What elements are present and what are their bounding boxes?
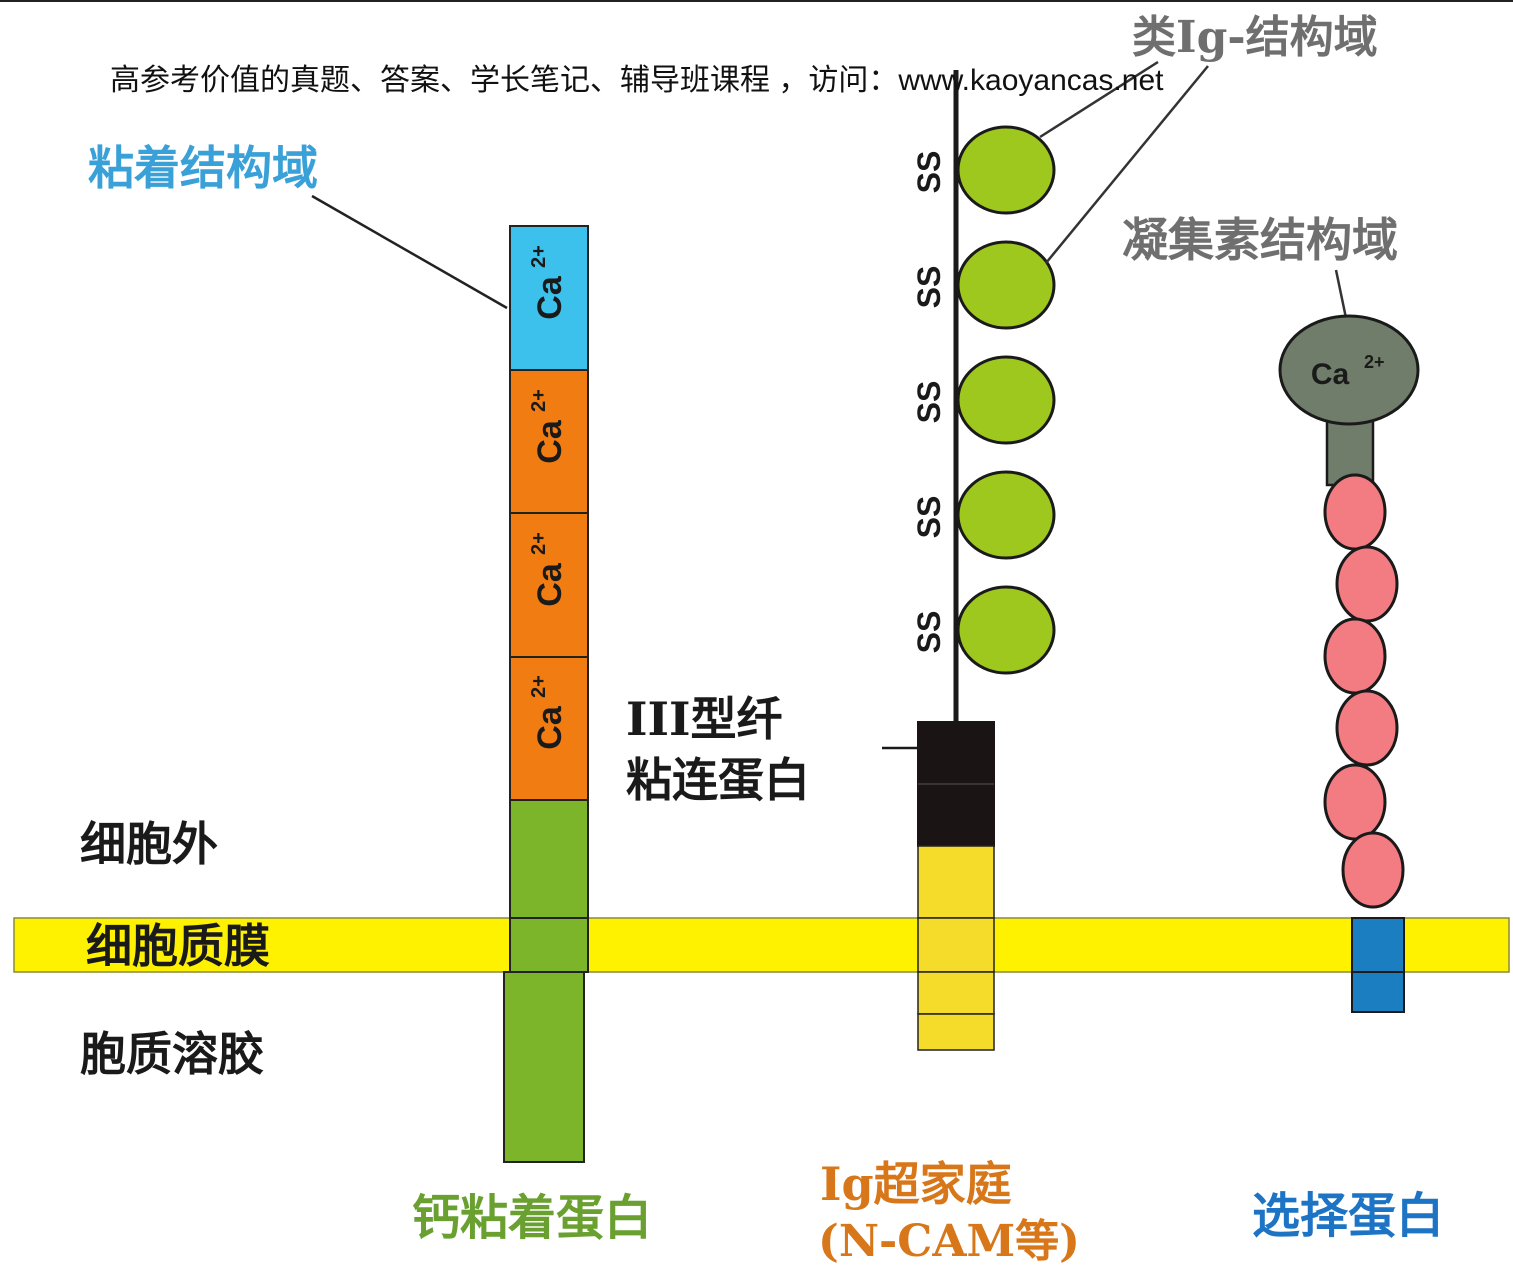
calcium-symbol: Ca xyxy=(1311,358,1350,391)
calcium-symbol: Ca xyxy=(531,419,569,464)
cadherin-label: 钙粘着蛋白 xyxy=(412,1190,652,1246)
egf-like-domain xyxy=(1323,763,1387,841)
selectin-transmembrane-segment xyxy=(1351,917,1405,973)
selectin-molecule: Ca 2+ xyxy=(1278,269,1420,1013)
ncam-cytoplasmic-segment xyxy=(917,971,995,1015)
cadherin-transmembrane-segment xyxy=(509,917,589,973)
disulfide-label: SS xyxy=(911,496,947,539)
calcium-symbol: Ca xyxy=(531,275,569,320)
calcium-charge: 2+ xyxy=(528,389,550,412)
selectin-stalk xyxy=(1325,413,1375,487)
fibronectin-label-line1: III型纤 xyxy=(626,692,783,746)
ncam-cytoplasmic-segment xyxy=(917,1013,995,1051)
egf-like-domain xyxy=(1341,831,1405,909)
adhesion-domain-label: 粘着结构域 xyxy=(88,141,318,195)
selectin-cytoplasmic-tail xyxy=(1351,971,1405,1013)
disulfide-label: SS xyxy=(911,266,947,309)
calcium-symbol: Ca xyxy=(531,705,569,750)
plasma-membrane-label: 细胞质膜 xyxy=(86,919,270,973)
calcium-charge: 2+ xyxy=(528,245,550,268)
disulfide-label: SS xyxy=(911,381,947,424)
calcium-charge: 2+ xyxy=(1364,352,1385,372)
ig-like-domain xyxy=(956,240,1056,330)
egf-like-domain xyxy=(1335,689,1399,767)
cadherin-ca-domain xyxy=(509,512,589,658)
cadherin-molecule: Ca 2+ Ca 2+ Ca 2+ Ca 2+ xyxy=(503,225,589,1163)
watermark-banner: 高参考价值的真题、答案、学长笔记、辅导班课程 ，访问：www.kaoyancas… xyxy=(110,64,1164,97)
disulfide-label: SS xyxy=(911,611,947,654)
ig-like-domain-leader xyxy=(1045,65,1209,264)
cadherin-adhesion-domain xyxy=(509,225,589,371)
calcium-symbol: Ca xyxy=(531,562,569,607)
calcium-charge: 2+ xyxy=(528,532,550,555)
cadherin-juxtamembrane-segment xyxy=(509,799,589,919)
cadherin-cytoplasmic-tail xyxy=(503,971,585,1163)
ncam-molecule: SS SS SS SS SS xyxy=(882,70,1056,1051)
ncam-juxtamembrane-segment xyxy=(917,845,995,919)
ig-like-domain xyxy=(956,470,1056,560)
ig-superfamily-label-line2: (N-CAM等) xyxy=(818,1216,1080,1267)
calcium-charge: 2+ xyxy=(528,675,550,698)
egf-like-domain xyxy=(1323,473,1387,551)
fibronectin-iii-repeat xyxy=(917,721,995,785)
cadherin-ca-domain xyxy=(509,656,589,801)
egf-like-domain xyxy=(1323,617,1387,695)
fibronectin-iii-repeat xyxy=(917,783,995,847)
egf-like-domain xyxy=(1335,545,1399,623)
ig-superfamily-label-line1: Ig超家庭 xyxy=(820,1157,1012,1211)
cytosol-label: 胞质溶胶 xyxy=(80,1027,264,1081)
ig-like-domain xyxy=(956,355,1056,445)
lectin-domain-label: 凝集素结构域 xyxy=(1122,213,1398,267)
lectin-domain xyxy=(1278,314,1420,426)
ig-like-domain-leader xyxy=(1039,60,1159,139)
selectin-label: 选择蛋白 xyxy=(1252,1188,1444,1244)
ig-like-domain xyxy=(956,585,1056,675)
plasma-membrane-band xyxy=(13,917,1510,973)
ig-like-domain-label: 类Ig-结构域 xyxy=(1132,12,1378,63)
adhesion-domain-leader xyxy=(311,194,508,310)
disulfide-label: SS xyxy=(911,151,947,194)
ig-like-domain xyxy=(956,125,1056,215)
ncam-transmembrane-segment xyxy=(917,917,995,973)
extracellular-label: 细胞外 xyxy=(80,817,218,871)
lectin-domain-leader xyxy=(1334,269,1348,319)
fibronectin-label-line2: 粘连蛋白 xyxy=(626,753,810,807)
